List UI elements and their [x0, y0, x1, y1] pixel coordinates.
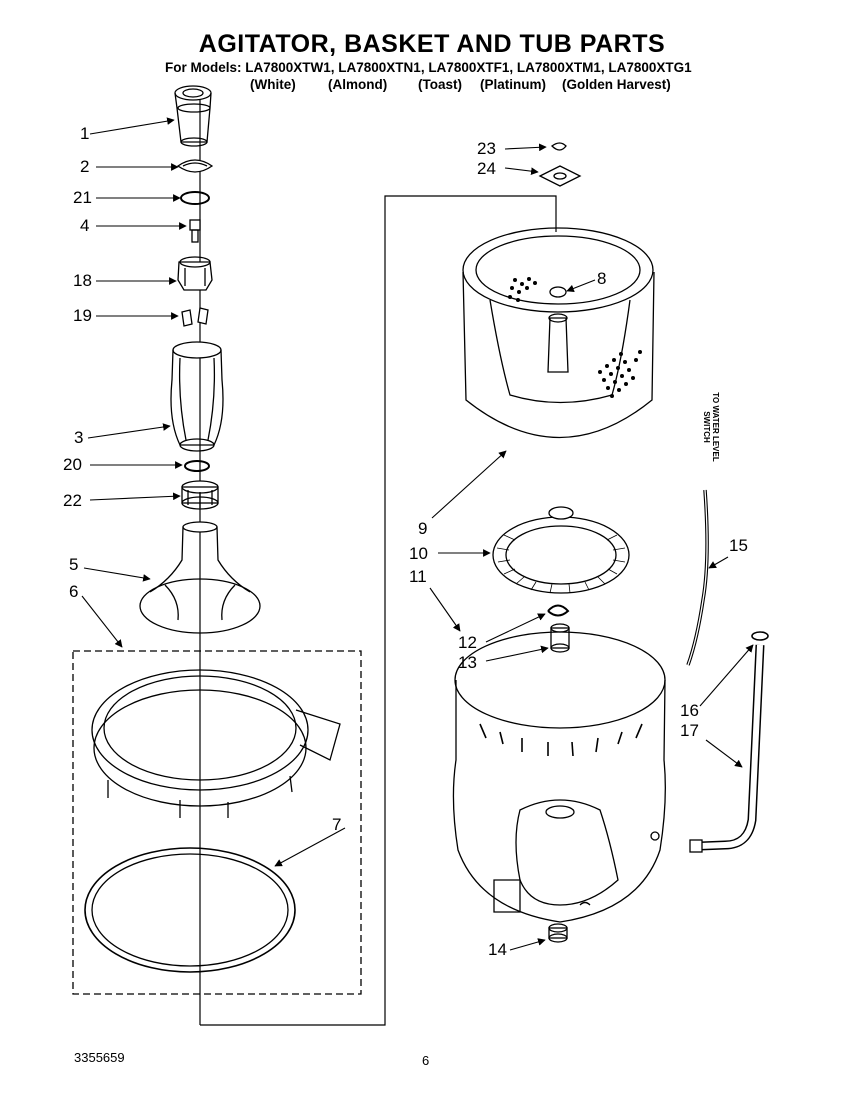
agitator-barrel-part — [170, 341, 224, 452]
outer-tub-slots — [479, 723, 643, 757]
tub-ring-gasket-part — [84, 847, 296, 973]
callout-23: 23 — [477, 139, 496, 158]
callout-14: 14 — [488, 940, 507, 959]
color-white: (White) — [250, 77, 296, 92]
models-line: For Models: LA7800XTW1, LA7800XTN1, LA78… — [165, 60, 692, 75]
outer-tub-part — [452, 631, 666, 923]
clip-part — [551, 142, 567, 151]
color-golden-harvest: (Golden Harvest) — [562, 77, 671, 92]
water-level-switch-label: TO WATER LEVEL SWITCH — [702, 392, 720, 462]
color-toast: (Toast) — [418, 77, 462, 92]
callout-19: 19 — [73, 306, 92, 325]
callout-21: 21 — [73, 188, 92, 207]
cam-part — [177, 256, 213, 291]
clutch-part — [181, 480, 219, 510]
callout-13: 13 — [458, 653, 477, 672]
callout-15: 15 — [729, 536, 748, 555]
connection-line — [200, 195, 557, 1026]
callout-10: 10 — [409, 544, 428, 563]
callout-2: 2 — [80, 157, 90, 176]
callout-7: 7 — [332, 815, 342, 834]
basket-holes — [508, 277, 642, 398]
callout-9: 9 — [418, 519, 428, 538]
callout-20: 20 — [63, 455, 82, 474]
drive-block-ribs — [496, 534, 626, 594]
o-ring-part — [180, 191, 210, 205]
page-number: 6 — [422, 1053, 430, 1068]
callout-5: 5 — [69, 555, 79, 574]
dashed-group-box — [72, 650, 362, 995]
retaining-ring-part — [184, 460, 210, 472]
connector-part — [189, 219, 201, 243]
callout-1: 1 — [80, 124, 90, 143]
callout-11: 11 — [409, 567, 427, 586]
callout-12: 12 — [458, 633, 477, 652]
bearing-part — [550, 623, 570, 653]
callout-17: 17 — [680, 721, 699, 740]
dogs-part — [181, 307, 209, 327]
tub-ring-part — [91, 669, 341, 818]
color-almond: (Almond) — [328, 77, 388, 92]
agitator-base-part — [139, 521, 261, 634]
callout-16: 16 — [680, 701, 699, 720]
pressure-hose-part — [686, 489, 709, 666]
hose-clamp-part — [751, 631, 769, 641]
ring-clip-part — [547, 604, 570, 617]
callout-4: 4 — [80, 216, 90, 235]
cap-gasket-part — [176, 159, 214, 173]
drive-block-part — [492, 506, 630, 594]
page-title: AGITATOR, BASKET AND TUB PARTS — [198, 30, 666, 58]
callout-18: 18 — [73, 271, 92, 290]
color-platinum: (Platinum) — [480, 77, 546, 92]
callout-8: 8 — [597, 269, 607, 288]
leader-arrows — [81, 117, 754, 951]
document-number: 3355659 — [74, 1050, 125, 1065]
callout-24: 24 — [477, 159, 496, 178]
callout-3: 3 — [74, 428, 84, 447]
callout-22: 22 — [63, 491, 82, 510]
drain-fitting-part — [548, 923, 568, 943]
drain-hose-part — [689, 644, 765, 853]
basket-part — [462, 227, 655, 438]
nut-part — [538, 165, 582, 187]
callout-6: 6 — [69, 582, 79, 601]
agitator-cap-part — [174, 85, 212, 147]
